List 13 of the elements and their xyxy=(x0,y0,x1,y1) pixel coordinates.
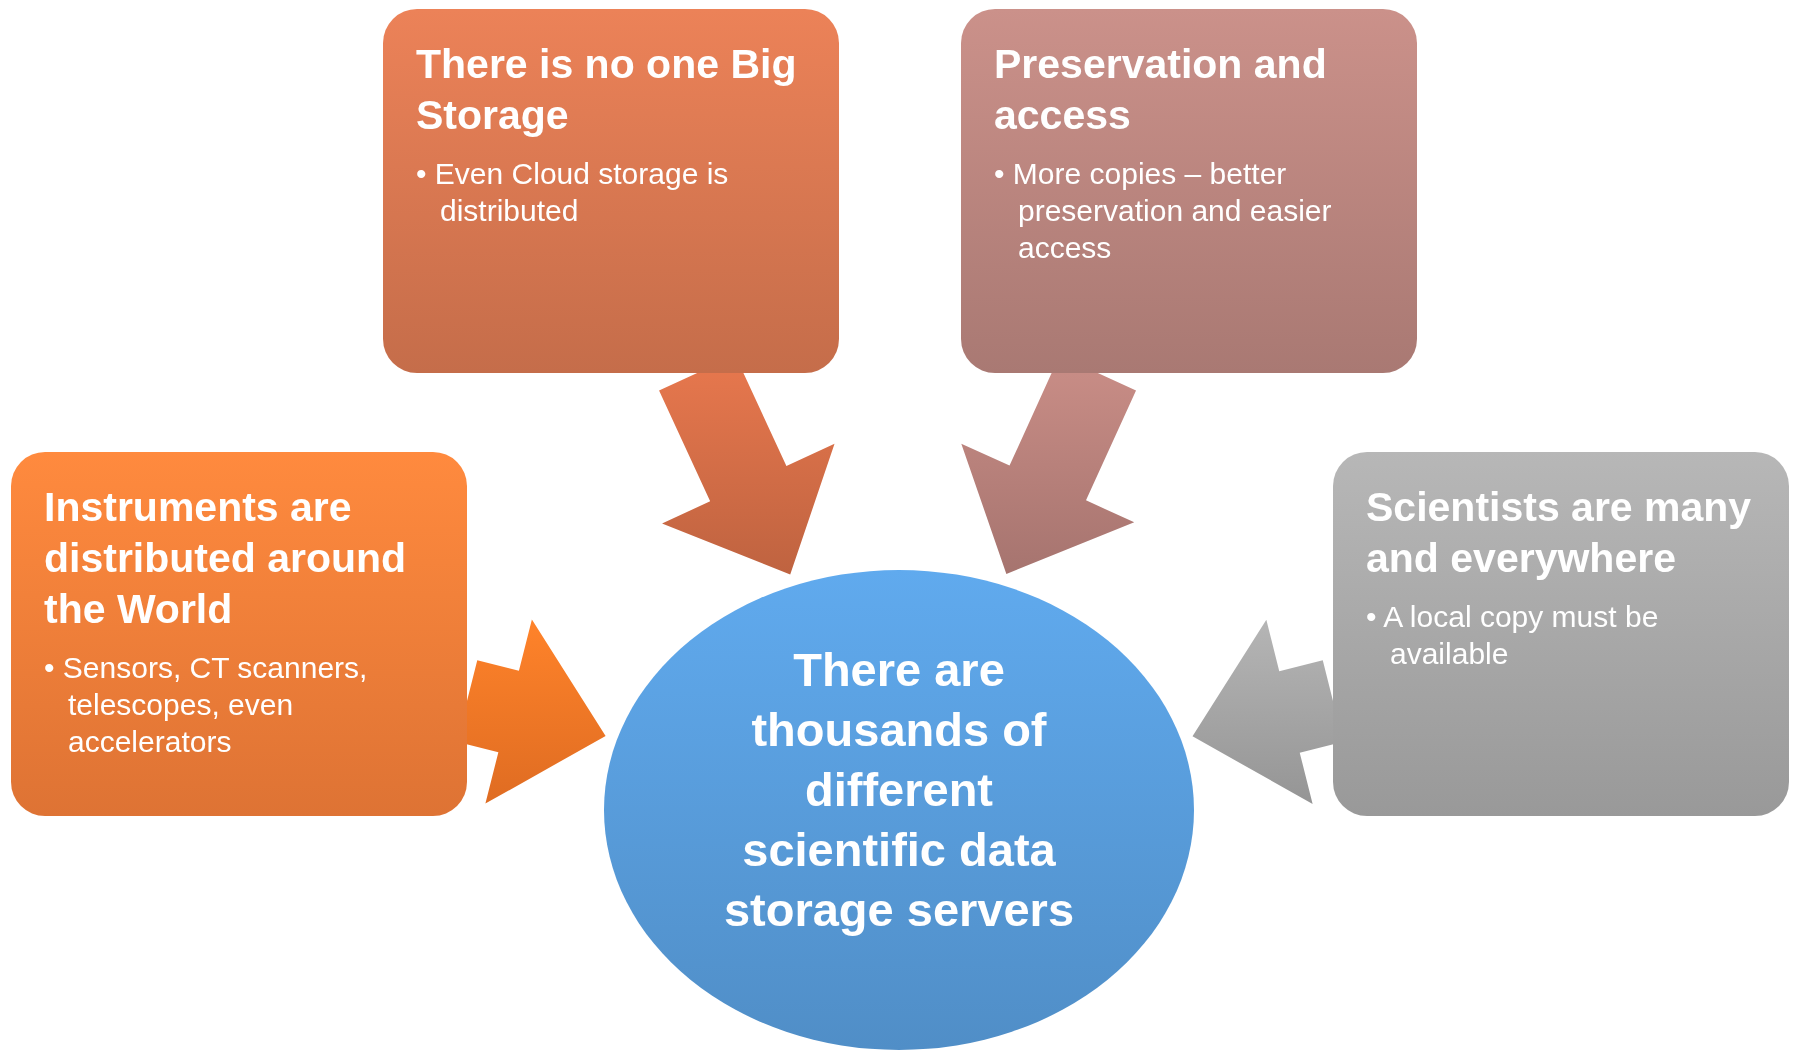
center-text: There are thousands of different scientific data storage servers xyxy=(722,642,1076,938)
topic-box xyxy=(11,452,467,816)
topic-box xyxy=(1333,452,1789,816)
bullet-text: • Even Cloud storage is distributed xyxy=(416,156,730,229)
box-heading: There is no one Big Storage xyxy=(416,40,798,140)
topic-box xyxy=(383,9,839,373)
box-heading: Preservation and access xyxy=(994,40,1328,140)
box-heading: Instruments are distributed around the World xyxy=(44,483,408,634)
bullet-text: • Sensors, CT scanners, telescopes, even accelerators xyxy=(44,650,369,760)
bullet-text: • A local copy must be available xyxy=(1366,599,1660,672)
bullet-text: • More copies – better preservation and easier access xyxy=(994,156,1333,266)
box-heading: Scientists are many and everywhere xyxy=(1366,483,1753,583)
topic-box xyxy=(961,9,1417,373)
